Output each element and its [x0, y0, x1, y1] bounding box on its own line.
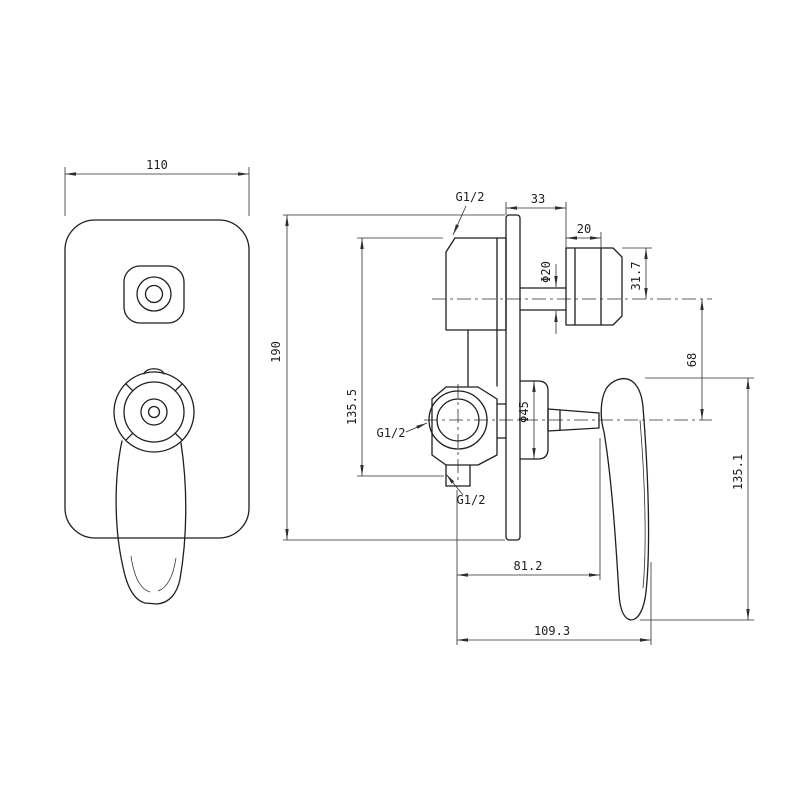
dim-plate-height: 190: [269, 214, 505, 541]
diverter-button: [123, 265, 185, 324]
leader-top-outlet-thread: G1/2: [452, 190, 485, 236]
main-valve-body: [428, 386, 507, 487]
label-inlet-thread: G1/2: [377, 426, 406, 440]
dim-label-plate-to-fitting: 33: [531, 192, 545, 206]
handle-hub: [113, 368, 195, 453]
dim-label-fitting-thread-length: 20: [577, 222, 591, 236]
front-view: 110: [64, 158, 250, 605]
handle-stem: [547, 408, 600, 432]
dim-fitting-thread-length: 20: [566, 222, 602, 248]
handle-lever-side: [600, 377, 650, 621]
outlet-pipe: [519, 287, 567, 311]
wall-plate-side: [505, 214, 521, 541]
label-top-outlet-thread: G1/2: [456, 190, 485, 204]
handle-lever-front: [115, 440, 187, 605]
dim-handle-length: 135.1: [640, 377, 754, 621]
dim-plate-to-fitting: 33: [505, 192, 567, 248]
dim-fitting-height: 31.7: [622, 247, 652, 299]
dim-overall-projection: 109.3: [457, 562, 652, 645]
leader-inlet-thread: G1/2: [377, 422, 428, 440]
dim-label-body-height: 135.5: [345, 389, 359, 425]
outlet-fitting-block: [565, 247, 623, 326]
dim-handle-projection: 81.2: [456, 438, 601, 645]
leader-bottom-outlet-thread: G1/2: [445, 473, 486, 507]
side-view: 190 135.5 G1/2 33 20: [269, 190, 754, 645]
dim-port-center-spacing: 68: [685, 299, 704, 420]
dim-label-handle-length: 135.1: [731, 454, 745, 490]
top-valve-body: [445, 237, 507, 387]
dim-label-port-center-spacing: 68: [685, 353, 699, 367]
label-bottom-outlet-thread: G1/2: [457, 493, 486, 507]
dim-label-fitting-height: 31.7: [629, 262, 643, 291]
dim-outlet-pipe-dia: Φ20: [539, 261, 558, 334]
dim-trim-flange-dia: Φ45: [517, 381, 536, 459]
hub-tick-marks: [125, 383, 183, 441]
dim-label-outlet-pipe-dia: Φ20: [539, 261, 553, 283]
dim-label-trim-flange-dia: Φ45: [517, 401, 531, 423]
dim-body-height: 135.5: [345, 237, 444, 477]
front-plate-outline: [64, 219, 250, 539]
dim-front-width: 110: [64, 158, 250, 216]
dim-label-plate-height: 190: [269, 341, 283, 363]
dim-label-overall-projection: 109.3: [534, 624, 570, 638]
dim-label-front-width: 110: [146, 158, 168, 172]
dim-label-handle-projection: 81.2: [514, 559, 543, 573]
